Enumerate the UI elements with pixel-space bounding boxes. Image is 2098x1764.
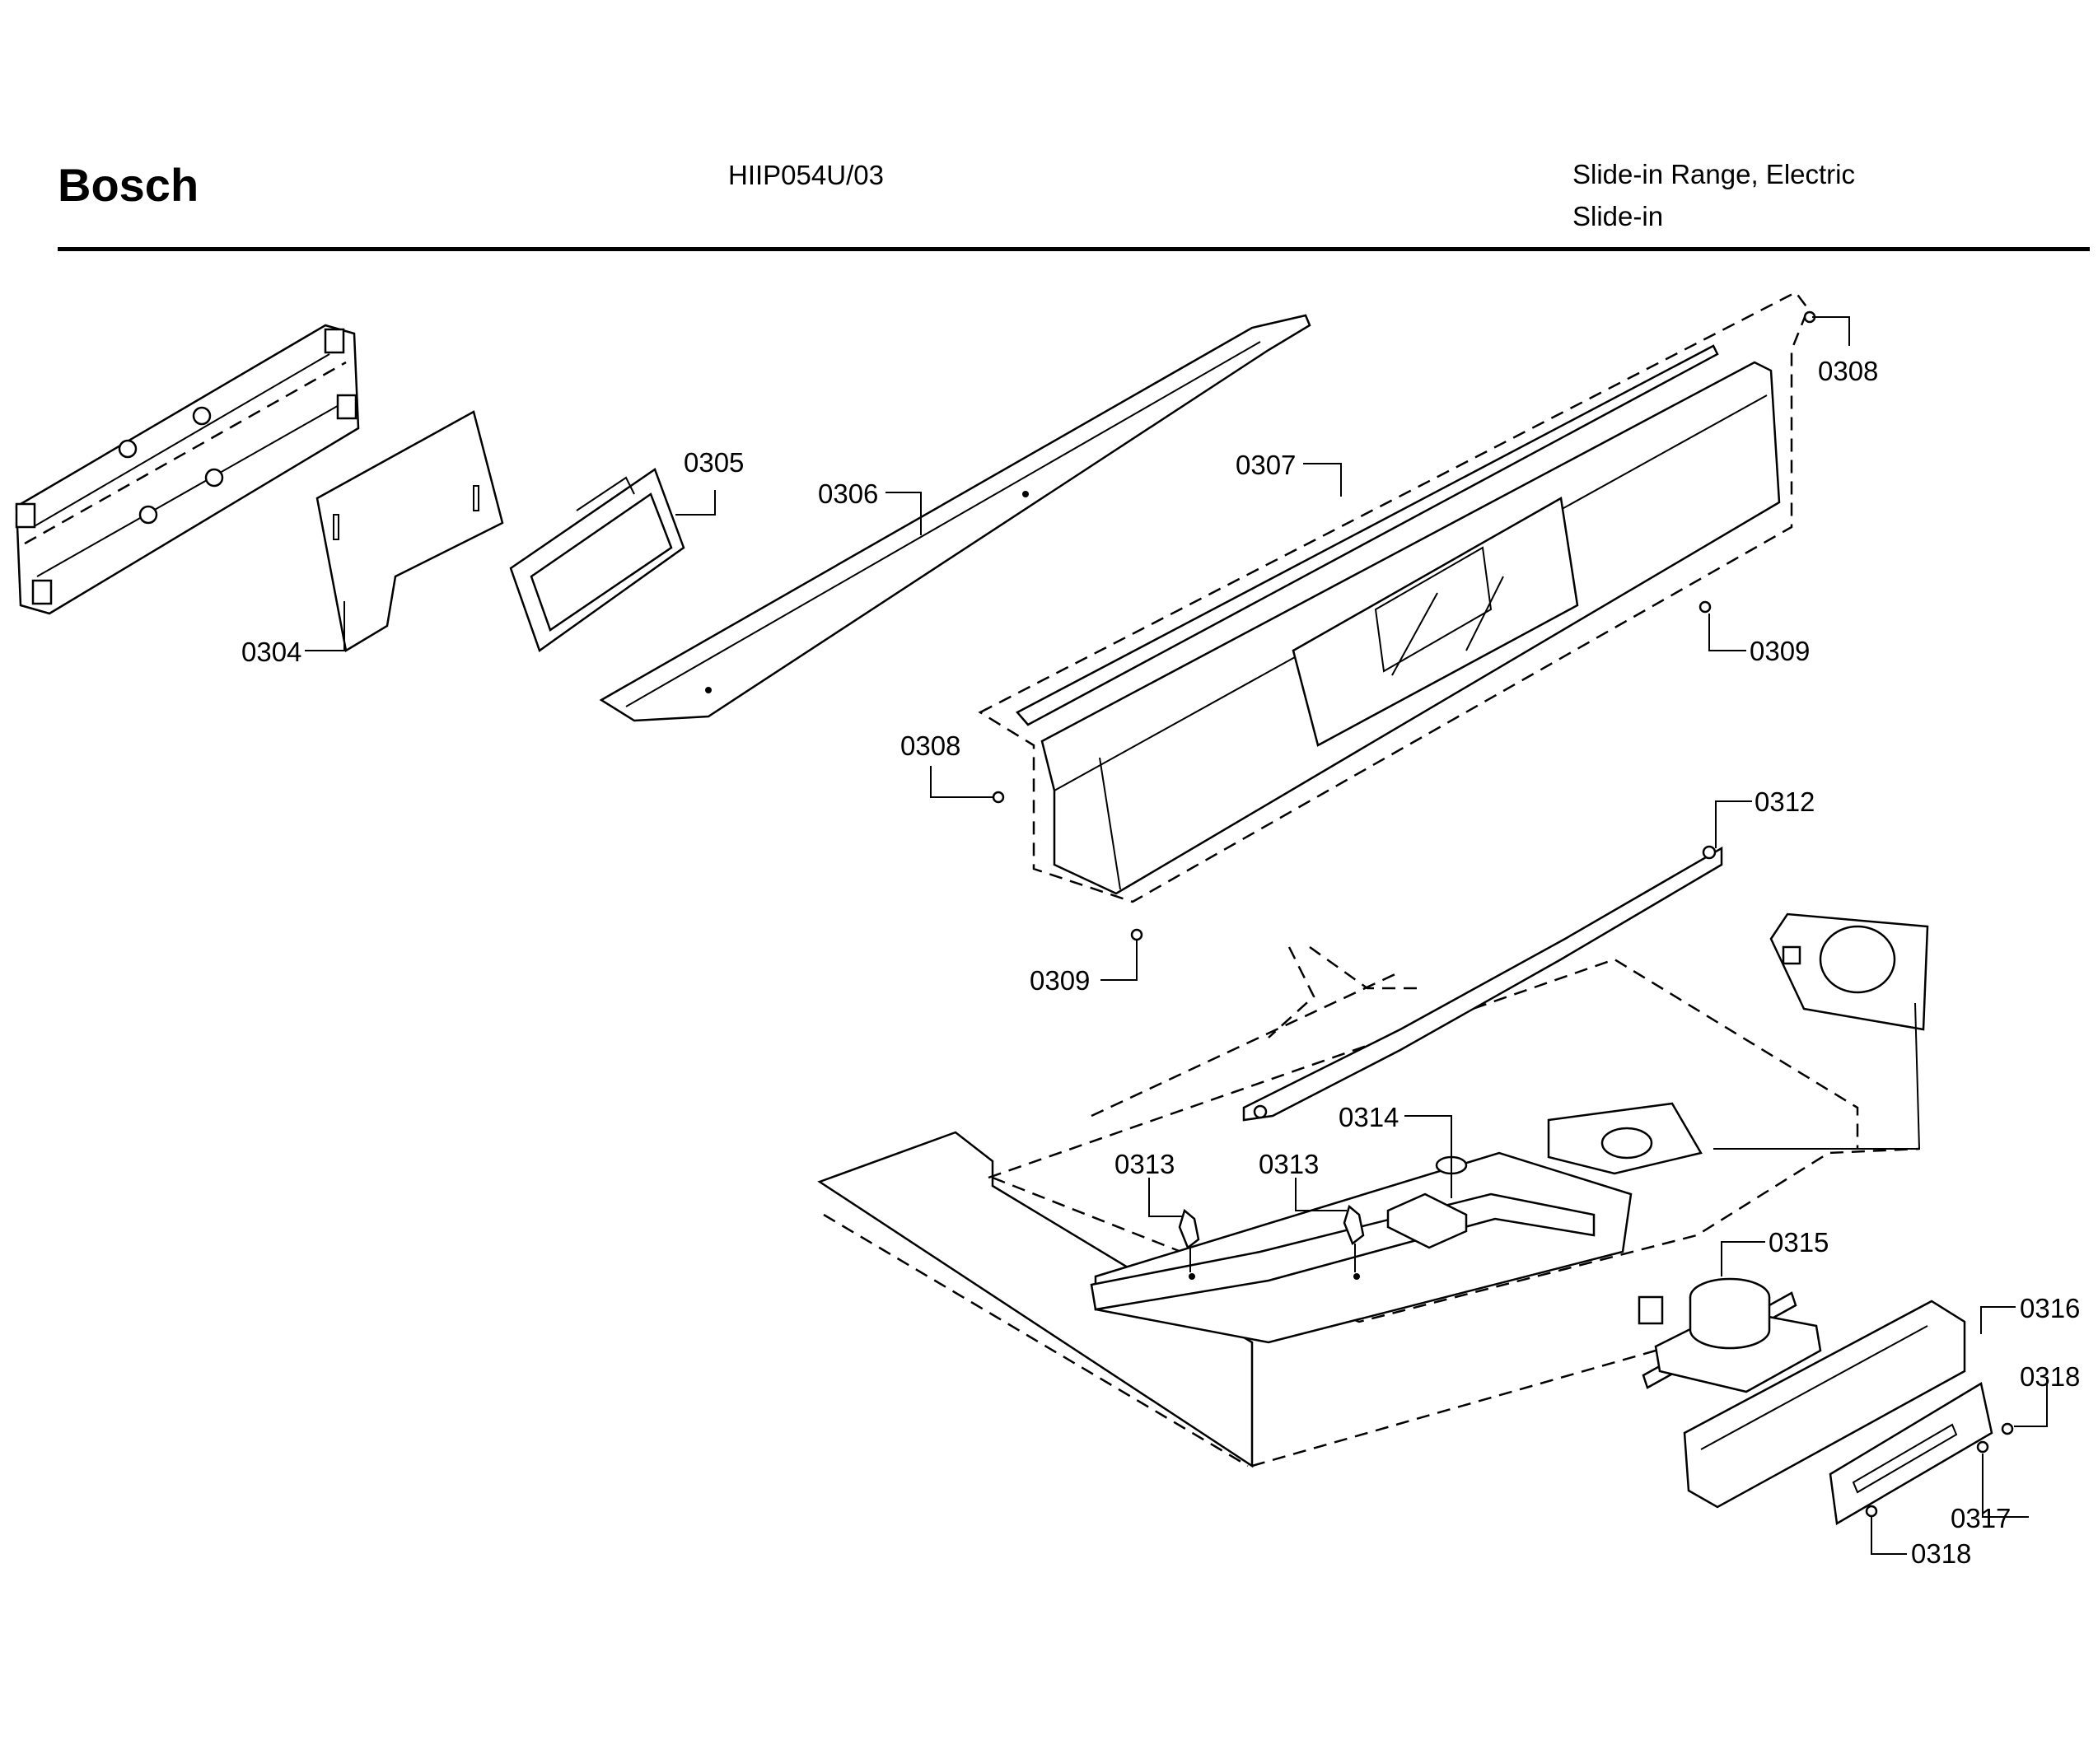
callout-0308-left: 0308 [900,730,960,761]
screw-0317 [1976,1440,1989,1454]
callout-0308-top: 0308 [1818,356,1878,386]
callout-0312: 0312 [1755,786,1815,817]
product-subtype: Slide-in [1572,201,1664,231]
screw-0308-left [992,791,1005,804]
leader-lines [305,316,2048,1555]
part-0315-motor [1638,1277,1822,1393]
part-0313-left-clip [1178,1208,1200,1280]
callout-0313-left: 0313 [1114,1149,1175,1179]
part-0304-plate [315,410,504,652]
screw-0318-top [2001,1422,2014,1435]
rear-mounting-bracket [15,324,360,615]
callout-0318-bottom: 0318 [1911,1538,1971,1569]
part-0313-right-clip [1343,1204,1365,1280]
callout-0317: 0317 [1951,1503,2011,1533]
screws [992,310,2014,1518]
callout-0318-top: 0318 [2020,1361,2080,1392]
part-0306-rail [599,314,1311,722]
product-type: Slide-in Range, Electric [1572,159,1855,189]
part-0314-sensor [1386,1136,1468,1249]
callout-0316: 0316 [2020,1293,2080,1323]
part-0307-control-panel [1016,344,1781,895]
heating-element-tube [1090,1192,1596,1311]
callout-0305: 0305 [684,447,744,478]
part-0317-plate [1829,1382,1993,1526]
panel-outline-dashed [978,291,1810,903]
screw-0309-bottom [1130,928,1143,941]
callout-0304: 0304 [241,637,301,667]
callout-0307: 0307 [1236,450,1296,480]
model-number: HIIP054U/03 [728,160,884,190]
callout-0314: 0314 [1339,1102,1399,1132]
round-cutout-bracket [1769,912,1929,1031]
callout-0309-right: 0309 [1750,636,1810,666]
callout-0306: 0306 [818,478,878,509]
callout-0315: 0315 [1769,1227,1829,1258]
part-0316-bracket [1683,1300,1966,1509]
brand-name: Bosch [58,159,199,211]
header-divider [58,247,2090,251]
screw-0309-right [1698,600,1712,614]
screw-0318-bottom [1865,1505,1878,1518]
callout-0309-bottom: 0309 [1030,965,1090,996]
part-0312-support-bar [1242,845,1723,1122]
callout-0313-right: 0313 [1259,1149,1319,1179]
part-0305-module [509,468,685,652]
